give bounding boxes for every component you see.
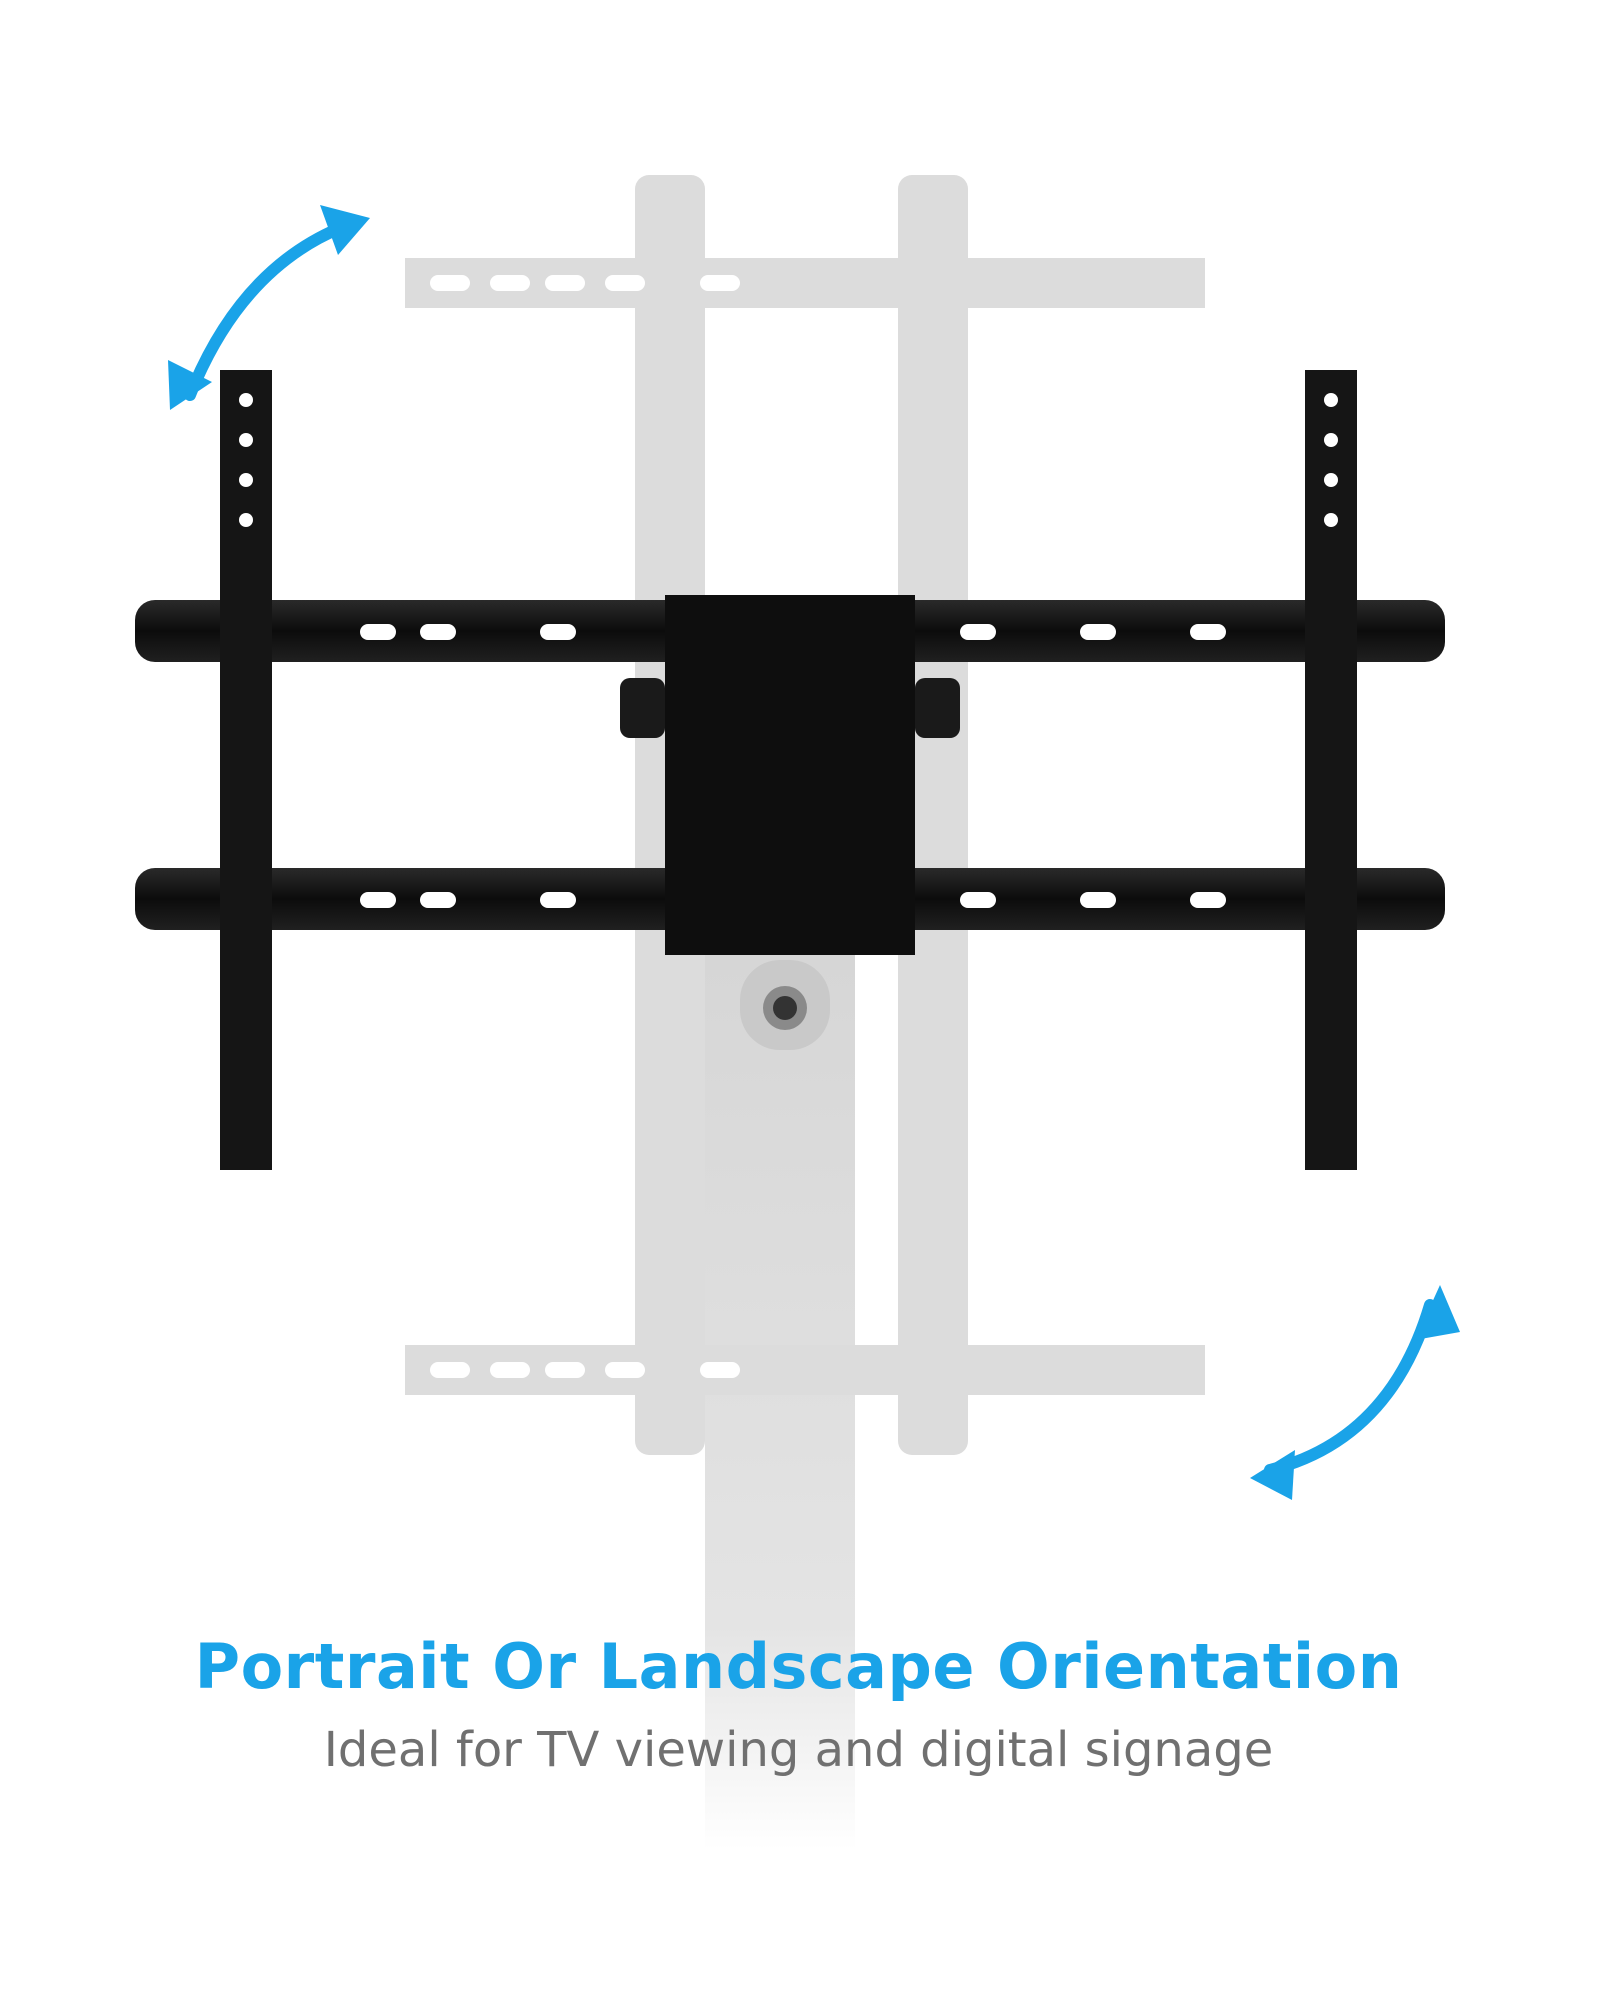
subheadline: Ideal for TV viewing and digital signage — [323, 1722, 1274, 1778]
ghost-portrait-bracket — [405, 175, 1205, 1455]
black-landscape-bracket — [135, 370, 1445, 1170]
rotate-arrow-icon — [1250, 1285, 1460, 1500]
headline: Portrait Or Landscape Orientation — [194, 1630, 1403, 1703]
ghost-slots — [430, 275, 740, 1378]
rotate-arrow-icon — [168, 205, 370, 410]
rail-slots — [239, 393, 1338, 908]
stand-pole — [705, 950, 855, 1850]
